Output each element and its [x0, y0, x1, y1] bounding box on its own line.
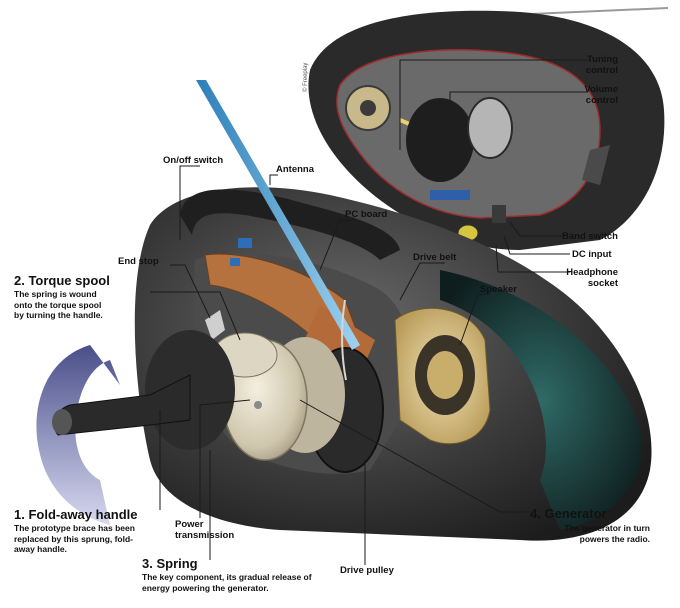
callout-generator-text: The generator in turn powers the radio.	[564, 523, 650, 544]
label-end-stop: End stop	[118, 256, 159, 267]
teal-side-panel	[440, 270, 642, 530]
leader-lines	[150, 59, 588, 565]
onoff-switch-knob	[238, 238, 252, 248]
label-speaker: Speaker	[480, 284, 517, 295]
callout-torque-spool-title: 2. Torque spool	[14, 273, 110, 288]
callout-fold-away-handle-text: The prototype brace has been replaced by…	[14, 523, 135, 554]
label-antenna: Antenna	[276, 164, 314, 175]
callout-spring-title: 3. Spring	[142, 556, 198, 571]
callout-generator-title: 4. Generator	[530, 506, 607, 521]
carry-handle	[180, 189, 400, 260]
main-radio	[52, 80, 652, 541]
label-drive-belt: Drive belt	[413, 252, 457, 263]
rear-switches	[430, 190, 470, 200]
callout-torque-spool-text: The spring is wound onto the torque spoo…	[14, 289, 103, 320]
label-onoff-switch: On/off switch	[163, 155, 224, 166]
handle-grip	[52, 409, 72, 435]
label-band-switch: Band switch	[562, 231, 618, 242]
drive-belt	[341, 299, 347, 381]
callout-spring-text: The key component, its gradual release o…	[142, 572, 312, 593]
photo-credit: © Freeplay	[303, 62, 309, 92]
label-drive-pulley: Drive pulley	[340, 565, 394, 576]
rear-radio-view	[308, 7, 669, 251]
rear-crank	[582, 145, 610, 185]
label-dc-input: DC input	[572, 249, 612, 260]
rotation-arrow	[36, 345, 120, 525]
main-antenna	[196, 80, 360, 350]
callout-fold-away-handle-title: 1. Fold-away handle	[14, 507, 138, 522]
rear-dial	[406, 98, 474, 182]
label-pc-board: PC board	[345, 209, 388, 220]
